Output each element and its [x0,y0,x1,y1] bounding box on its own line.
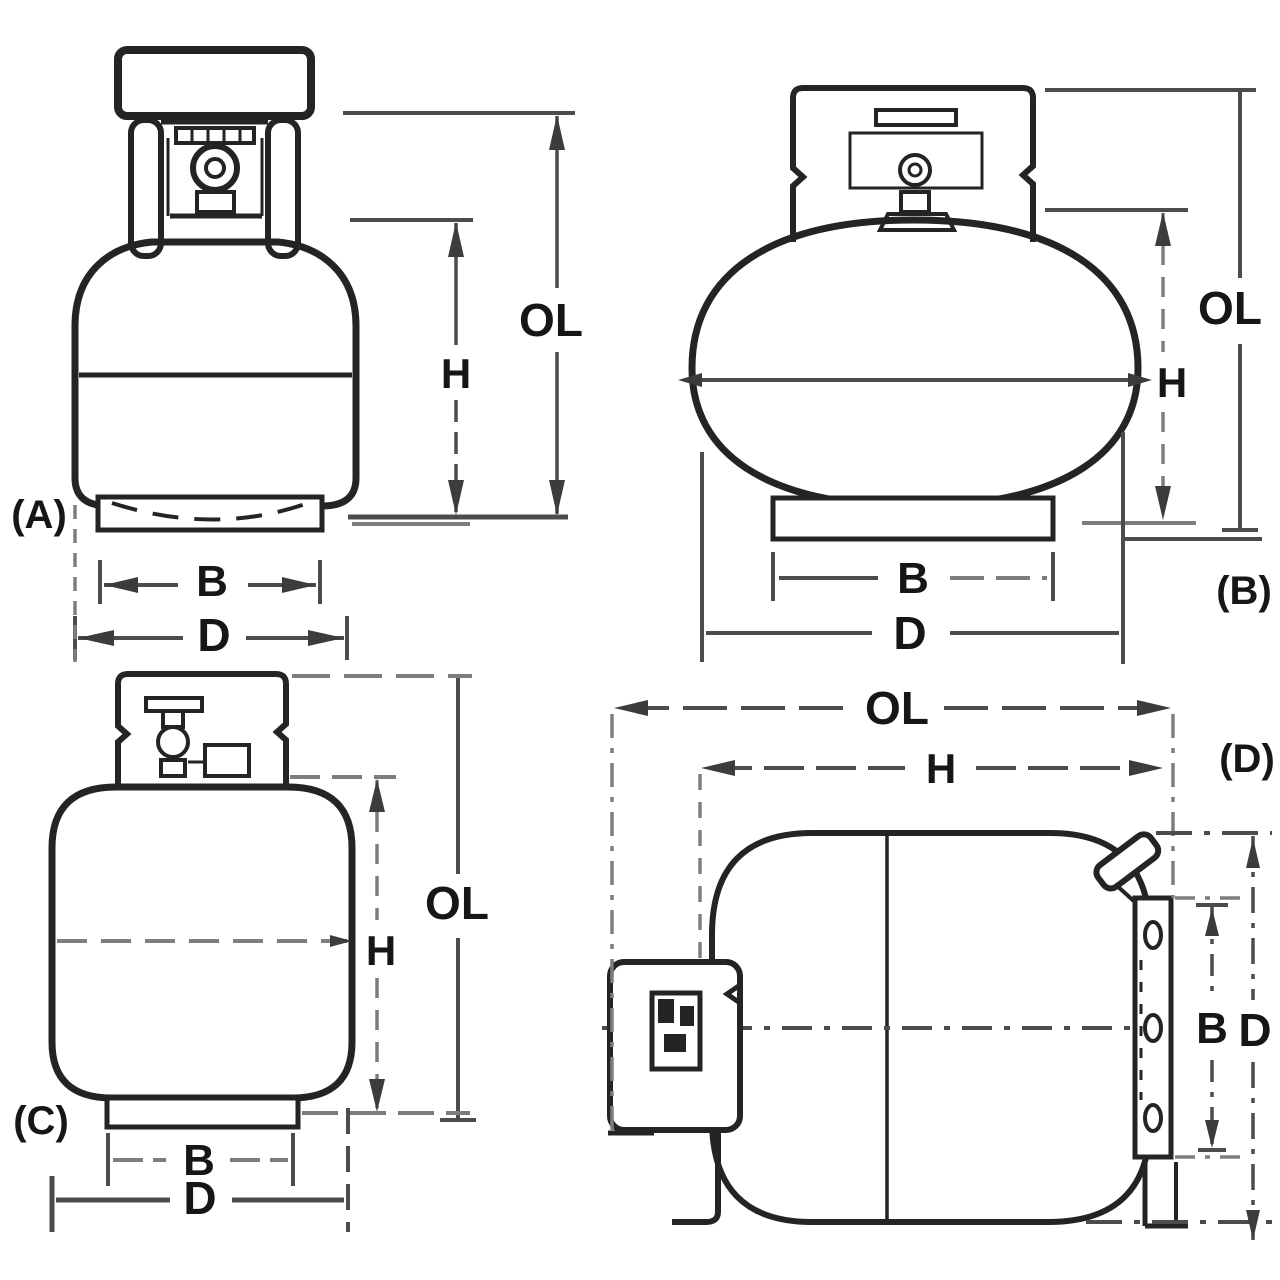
dim-d-d-label: D [1238,1004,1271,1056]
tank-a-collar-left-handle [128,117,164,259]
tank-d-valve-icon [649,990,703,1072]
tank-a-valve-stem [204,157,226,179]
dim-d-b-arrow-down [1205,1120,1219,1148]
tank-c-tag-label: (C) [13,1099,69,1143]
dim-a-h-label: H [441,350,471,397]
tank-d-valve-block-2 [680,1006,694,1026]
tank-a-dimensions: OL H B D [73,111,583,662]
dim-b-b-label: B [897,554,929,603]
tank-b-valve-stem [907,162,923,178]
tank-c-valve-neck [161,709,185,729]
tank-d-valve-frame [649,990,703,1072]
tank-d-plate-hole-bottom [1143,1103,1163,1133]
tank-a-valve-body [195,190,236,214]
dim-d-h-arrow-left [701,760,735,776]
tank-c-valve-icon [144,696,251,778]
tank-d-relief-valve-body [1093,831,1162,892]
tank-b-valve-icon [848,108,984,232]
tank-a-valve-handwheel [190,143,240,193]
tank-a-foot-ring-arc [111,501,309,522]
tank-b-valve-handwheel [898,153,932,187]
dim-b-ol-label: OL [1198,282,1262,334]
dim-a-d-label: D [197,609,230,661]
dim-d-h-arrow-right [1129,760,1163,776]
dim-d-d-arrow-up [1246,838,1260,868]
tank-b-valve-frame [848,131,984,190]
tank-c-drawing: (C) [13,671,356,1143]
tank-d-plate-hole-middle [1143,1013,1163,1043]
tank-b-dimensions: OL H B D [700,88,1262,664]
tank-c-collar [115,671,289,790]
dim-b-d-label: D [893,607,926,659]
dim-a-b-label: B [196,557,228,606]
tank-a-collar-right-handle [265,117,301,259]
tank-c-foot-ring [104,1095,301,1130]
tank-d-valve-block-3 [664,1034,686,1052]
dim-b-h-arrow-down [1155,486,1171,520]
dim-a-b-arrow-left [104,577,138,593]
dim-d-ol-arrow-left [614,700,648,716]
dim-c-h-arrow-down [369,1079,385,1112]
tank-d-plate-hole-top [1143,920,1163,950]
dim-a-d-arrow-right [308,630,344,646]
tank-c-seam-point [330,935,352,947]
tank-b-valve-body [899,190,931,214]
dim-d-b-arrow-up [1205,908,1219,936]
tank-c-body [48,783,356,1102]
tank-a-drawing: (A) [11,46,360,537]
tank-d-body [709,830,1153,1225]
tank-d-housing-notch [722,982,742,1006]
dim-c-b-label: B [183,1136,215,1185]
tank-b-valve-base [876,212,958,232]
tank-d-drawing: (D) [602,737,1275,1229]
tank-b-foot-ring [770,495,1056,542]
dim-d-ol-label: OL [865,682,929,734]
tank-a-cap [114,46,315,120]
dim-a-b-arrow-right [282,577,316,593]
tank-c-dimensions: OL H B D [49,674,489,1232]
tank-b-valve-plate [874,108,958,127]
tank-d-tag-label: (D) [1219,737,1275,781]
tank-a-foot-ring [95,494,325,533]
dim-a-ol-label: OL [519,294,583,346]
dim-a-ol-arrow-down [549,480,565,515]
dim-a-h-arrow-down [448,480,464,515]
tank-d-valve-block-1 [658,999,674,1023]
dim-c-h-arrow-up [369,779,385,812]
dim-c-ol-label: OL [425,877,489,929]
dim-a-h-arrow-up [448,222,464,257]
tank-b-tag-label: (B) [1216,569,1272,613]
tank-b-seam-point-right [1128,373,1152,387]
tank-d-relief-valve-icon [1093,831,1162,892]
dim-d-b-label: B [1196,1004,1228,1053]
tank-c-valve-outlet [203,743,251,778]
tank-c-valve-stem [159,758,187,778]
dim-d-d-arrow-down [1246,1210,1260,1240]
dim-c-h-label: H [366,927,396,974]
tank-a-valve-icon [166,126,264,219]
dim-c-d-label: D [183,1172,216,1224]
tank-a-valve-plate [174,126,256,145]
tank-d-left-foot-leg [672,1130,721,1225]
dim-a-d-arrow-left [78,630,114,646]
dim-b-h-arrow-up [1155,212,1171,246]
dim-a-ol-arrow-up [549,115,565,150]
dim-d-h-label: H [926,745,956,792]
tank-c-valve-handwheel [156,725,190,759]
dim-b-h-label: H [1157,359,1187,406]
dim-d-ol-arrow-right [1137,700,1171,716]
tank-b-seam-point-left [678,373,702,387]
tank-b-drawing: (B) [678,85,1272,613]
tank-b-collar [790,85,1036,242]
tank-b-body [688,216,1142,510]
tank-a-tag-label: (A) [11,493,67,537]
tank-d-dimensions: OL H B D [610,682,1272,1240]
